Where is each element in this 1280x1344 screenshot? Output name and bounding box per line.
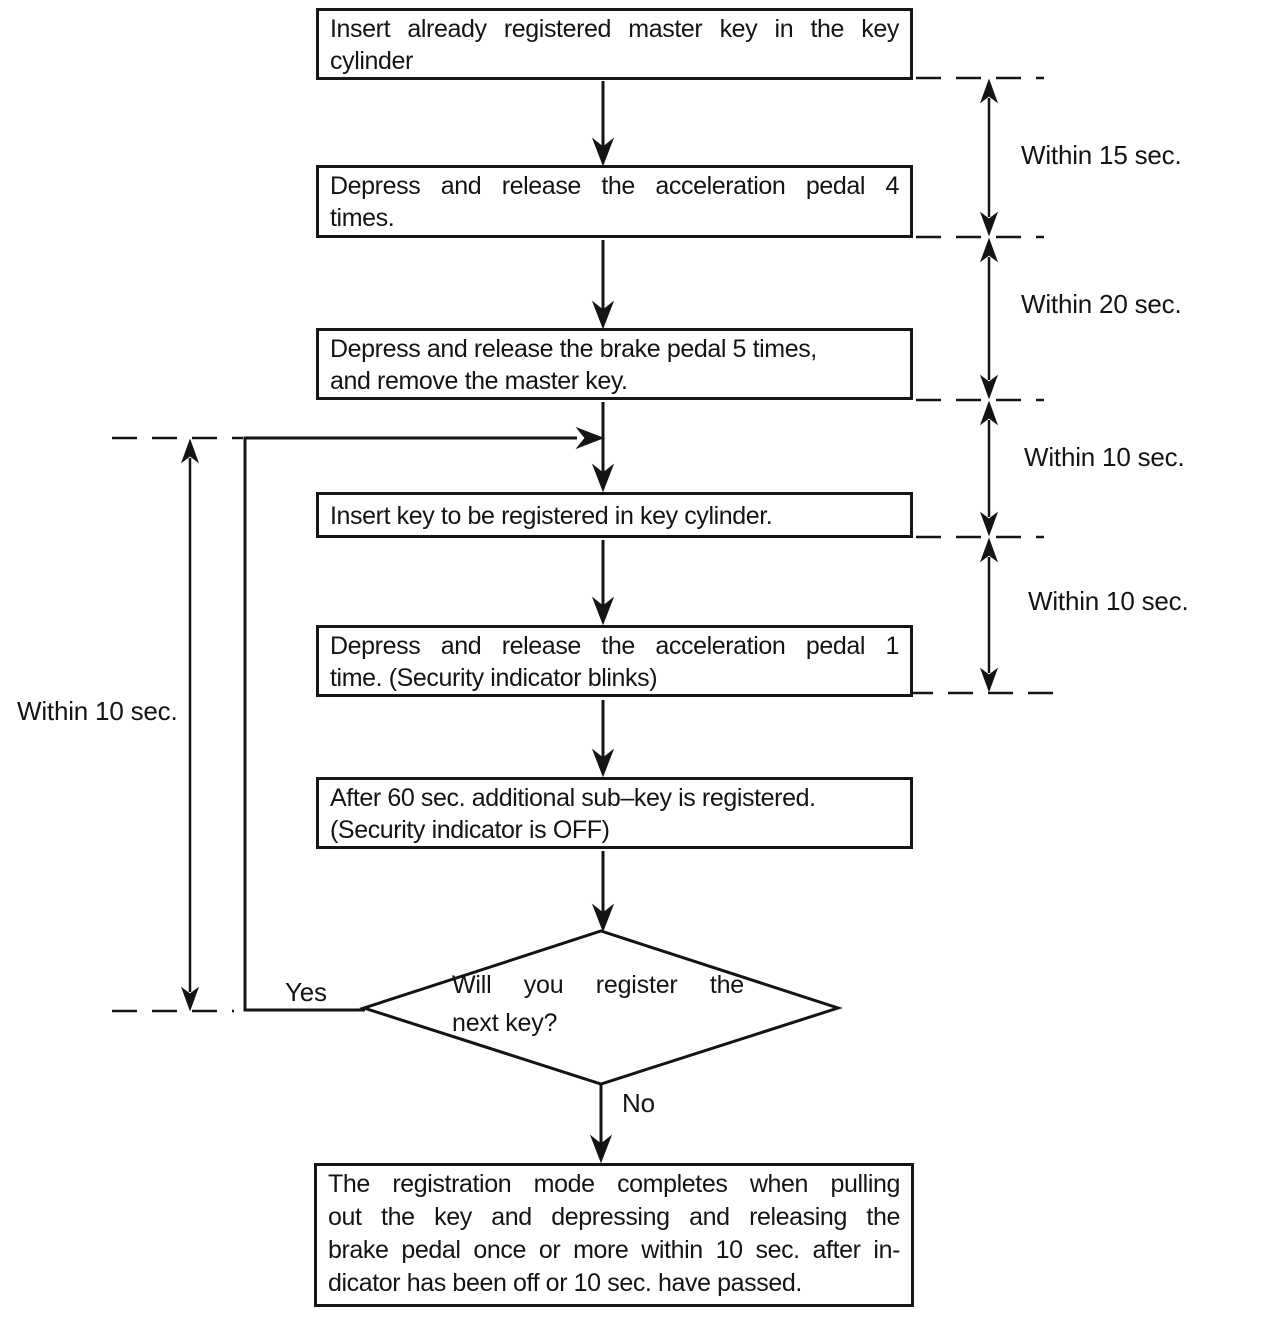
dim-left-up-head — [180, 438, 200, 464]
loop-connector-path — [243, 436, 577, 1012]
no-branch-label: No — [622, 1088, 655, 1118]
left-dimension-arrow — [180, 438, 200, 1012]
timing-label-within-10-sec: Within 10 sec. — [1024, 442, 1185, 472]
dim-right-2-down-head — [979, 374, 999, 400]
process-box-line: The registration mode completes when pul… — [328, 1170, 900, 1198]
dim-right-4-up-head — [979, 537, 999, 563]
flow-arrow-5-head — [591, 748, 615, 778]
dim-right-3-up-head — [979, 400, 999, 426]
timing-label-within-20-sec: Within 20 sec. — [1021, 289, 1182, 319]
process-box-line: dicator has been off or 10 sec. have pas… — [328, 1269, 802, 1297]
process-box-subkey-registered: After 60 sec. additional sub–key is regi… — [316, 777, 913, 849]
dim-right-2-up-head — [979, 237, 999, 263]
flow-arrow-4-head — [591, 596, 615, 626]
flow-arrow-2-head — [591, 300, 615, 330]
decision-text: Will you register the next key? — [452, 966, 744, 1042]
process-box-line: cylinder — [330, 47, 413, 75]
loop-connector-head — [575, 426, 605, 450]
flow-arrow-1-head — [591, 137, 615, 167]
timing-label-within-10-sec: Within 10 sec. — [1028, 586, 1189, 616]
process-box-acceleration-pedal-1-time: Depress and release the acceleration ped… — [316, 625, 913, 697]
dim-right-1-up-head — [979, 78, 999, 104]
left-ticks — [112, 436, 243, 1013]
process-box-line: out the key and depressing and releasing… — [328, 1203, 900, 1231]
dim-right-3-down-head — [979, 511, 999, 537]
process-box-brake-pedal-5-times: Depress and release the brake pedal 5 ti… — [316, 328, 913, 400]
decision-diamond — [359, 929, 843, 1086]
process-box-acceleration-pedal-4-times: Depress and release the acceleration ped… — [316, 165, 913, 238]
process-box-line: Depress and release the brake pedal 5 ti… — [330, 335, 817, 363]
flow-arrows — [589, 81, 615, 1164]
process-box-insert-key-to-register: Insert key to be registered in key cylin… — [316, 492, 913, 538]
dim-right-4-down-head — [979, 667, 999, 693]
process-box-line: (Security indicator is OFF) — [330, 816, 610, 844]
process-box-line: times. — [330, 204, 395, 232]
dim-left-down-head — [180, 986, 200, 1012]
dim-right-1-down-head — [979, 211, 999, 237]
loop-connector — [243, 426, 605, 1012]
process-box-line: Depress and release the acceleration ped… — [330, 172, 899, 200]
process-box-line: Depress and release the acceleration ped… — [330, 632, 899, 660]
process-box-line: Insert already registered master key in … — [330, 15, 899, 43]
process-box-insert-master-key: Insert already registered master key in … — [316, 8, 913, 80]
yes-branch-label: Yes — [285, 977, 327, 1007]
decision-text-line: Will you register the — [452, 971, 744, 999]
flow-arrow-6-head — [591, 903, 615, 933]
process-box-line: After 60 sec. additional sub–key is regi… — [330, 784, 816, 812]
process-box-line: Insert key to be registered in key cylin… — [330, 502, 773, 530]
process-box-registration-complete: The registration mode completes when pul… — [314, 1163, 914, 1307]
timing-label-within-15-sec: Within 15 sec. — [1021, 140, 1182, 170]
process-box-line: brake pedal once or more within 10 sec. … — [328, 1236, 900, 1264]
process-box-line: and remove the master key. — [330, 367, 628, 395]
right-ticks — [908, 76, 1056, 695]
right-dimension-arrows — [979, 78, 999, 693]
timing-label-within-10-sec-loop: Within 10 sec. — [17, 696, 178, 726]
flow-arrow-7-head — [589, 1134, 613, 1164]
process-box-line: time. (Security indicator blinks) — [330, 664, 658, 692]
flow-arrow-3-head — [591, 463, 615, 493]
decision-text-line: next key? — [452, 1009, 558, 1037]
